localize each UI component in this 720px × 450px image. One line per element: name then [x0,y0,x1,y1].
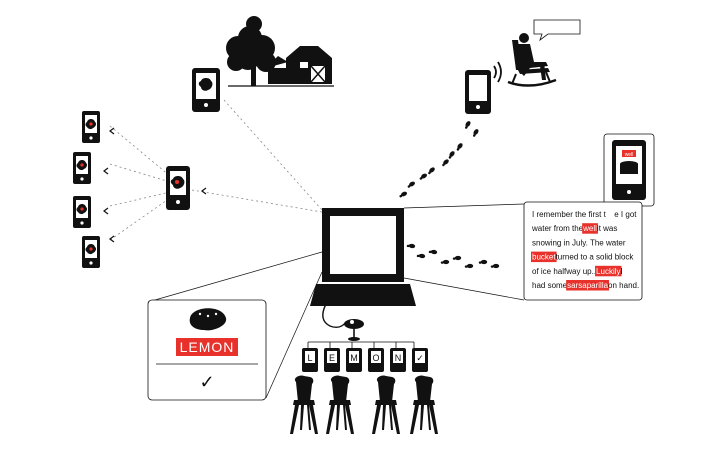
letter-card: N [390,348,406,372]
letter-card-row: L E M O N ✓ [302,348,428,372]
chair-icon [326,375,354,434]
story-text: had some [532,281,568,290]
letter-card-text: N [395,353,402,363]
footprints-trail-right [406,243,500,269]
letter-card-text: L [307,353,312,363]
lemon-card: LEMON ✓ [147,299,267,401]
speech-bubble-icon [533,19,581,42]
highlighted-word: bucket [532,253,556,262]
letter-card-text: M [350,353,358,363]
story-text: turned to a solid block [556,253,635,262]
footprints-icon [398,120,480,199]
phone-speaker [465,70,491,114]
chair-icon [372,375,400,434]
farm-icon [226,16,334,87]
chair-icon [290,375,318,434]
letter-card: ✓ [412,348,428,372]
highlight-mark [531,251,557,263]
lemon-check: ✓ [199,372,214,392]
wifi-icon [493,61,502,83]
chairs-group [290,375,438,434]
highlight-mark [582,223,598,234]
chevron-left-icon [103,127,207,243]
letter-card-text: O [372,353,379,363]
highlight-mark [595,265,622,277]
phone-client-1 [82,111,100,143]
phone-label: well [625,152,634,158]
story-text: on hand. [608,281,639,290]
letter-card-text: E [329,353,335,363]
laptop-icon [310,208,416,329]
letter-card-text: ✓ [416,353,424,363]
phone-client-4 [82,236,100,268]
story-text: I remember the first t [532,210,607,219]
highlight-mark [566,280,610,291]
webcam-tree-lines [307,341,415,348]
letter-card: O [368,348,384,372]
letter-card: L [302,348,318,372]
phone-client-3 [73,196,91,228]
story-text: I [621,267,623,276]
story-text: of ice halfway up.. [532,267,596,276]
story-text: snowing in July. The water [532,238,626,247]
connector-lines [109,99,525,399]
phone-hub [166,166,190,210]
highlighted-word: sarsaparilla [567,281,608,290]
story-text: it was [597,224,617,233]
lemon-label: LEMON [180,339,235,355]
highlighted-word: well [582,224,597,233]
phone-farm [192,68,220,112]
lemon-icon [189,308,227,331]
story-text: water from the [531,224,584,233]
barn-icon [266,46,332,84]
tree-icon [226,16,276,86]
webcam-icon [344,319,364,341]
bucket-phone-card: well [603,133,655,207]
story-text: im [606,210,615,219]
phone-client-2 [73,152,91,184]
rocking-chair-icon [507,33,557,87]
highlighted-word: Luckily [596,267,620,276]
letter-card: E [324,348,340,372]
story-text: e I got [614,210,637,219]
chair-icon [410,375,438,434]
letter-card: M [346,348,362,372]
